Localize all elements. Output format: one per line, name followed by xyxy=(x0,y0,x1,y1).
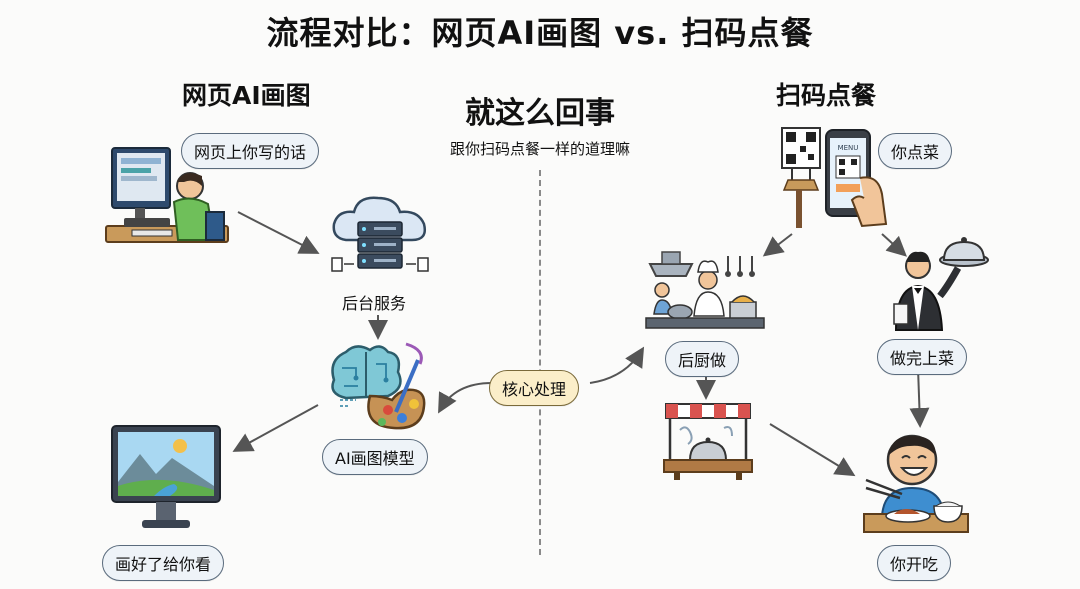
arrow-core-to-kitchen xyxy=(589,346,645,384)
arrow-phone-to-kitchen xyxy=(762,233,793,257)
waiter-icon xyxy=(893,237,989,331)
page-title: 流程对比：网页AI画图 vs. 扫码点餐 xyxy=(266,14,814,52)
left-section-heading: 网页AI画图 xyxy=(182,81,311,110)
server-label: 后台服务 xyxy=(342,294,407,313)
food-stall-icon xyxy=(663,403,753,480)
center-divider xyxy=(539,170,541,555)
brain-palette-icon xyxy=(331,342,426,430)
core-processing-label: 核心处理 xyxy=(489,370,580,406)
qr-phone-icon: MENU xyxy=(781,127,888,228)
eating-person-icon xyxy=(863,434,969,533)
arrow-user-to-server xyxy=(237,211,320,254)
center-subtitle: 跟你扫码点餐一样的道理嘛 xyxy=(449,140,630,158)
ai-model-label: AI画图模型 xyxy=(322,439,428,475)
monitor-landscape-icon xyxy=(111,425,221,528)
waiter-label: 做完上菜 xyxy=(877,339,968,375)
eat-label: 你开吃 xyxy=(877,545,952,581)
arrow-phone-to-waiter xyxy=(881,233,907,257)
cloud-server-icon xyxy=(331,196,429,272)
arrow-model-to-result xyxy=(232,404,319,452)
order-speech-bubble: 你点菜 xyxy=(878,133,953,169)
arrow-stall-to-eat xyxy=(769,423,856,477)
arrow-core-to-model xyxy=(438,382,493,414)
arrow-waiter-to-eat xyxy=(909,367,930,428)
result-label: 画好了给你看 xyxy=(102,545,225,581)
kitchen-chefs-icon xyxy=(645,251,765,329)
phone-menu-text: MENU xyxy=(838,144,859,152)
kitchen-label: 后厨做 xyxy=(665,341,740,377)
right-section-heading: 扫码点餐 xyxy=(776,81,877,110)
center-heading: 就这么回事 xyxy=(465,96,615,131)
user-speech-bubble: 网页上你写的话 xyxy=(181,133,320,169)
computer-user-icon xyxy=(105,147,229,243)
